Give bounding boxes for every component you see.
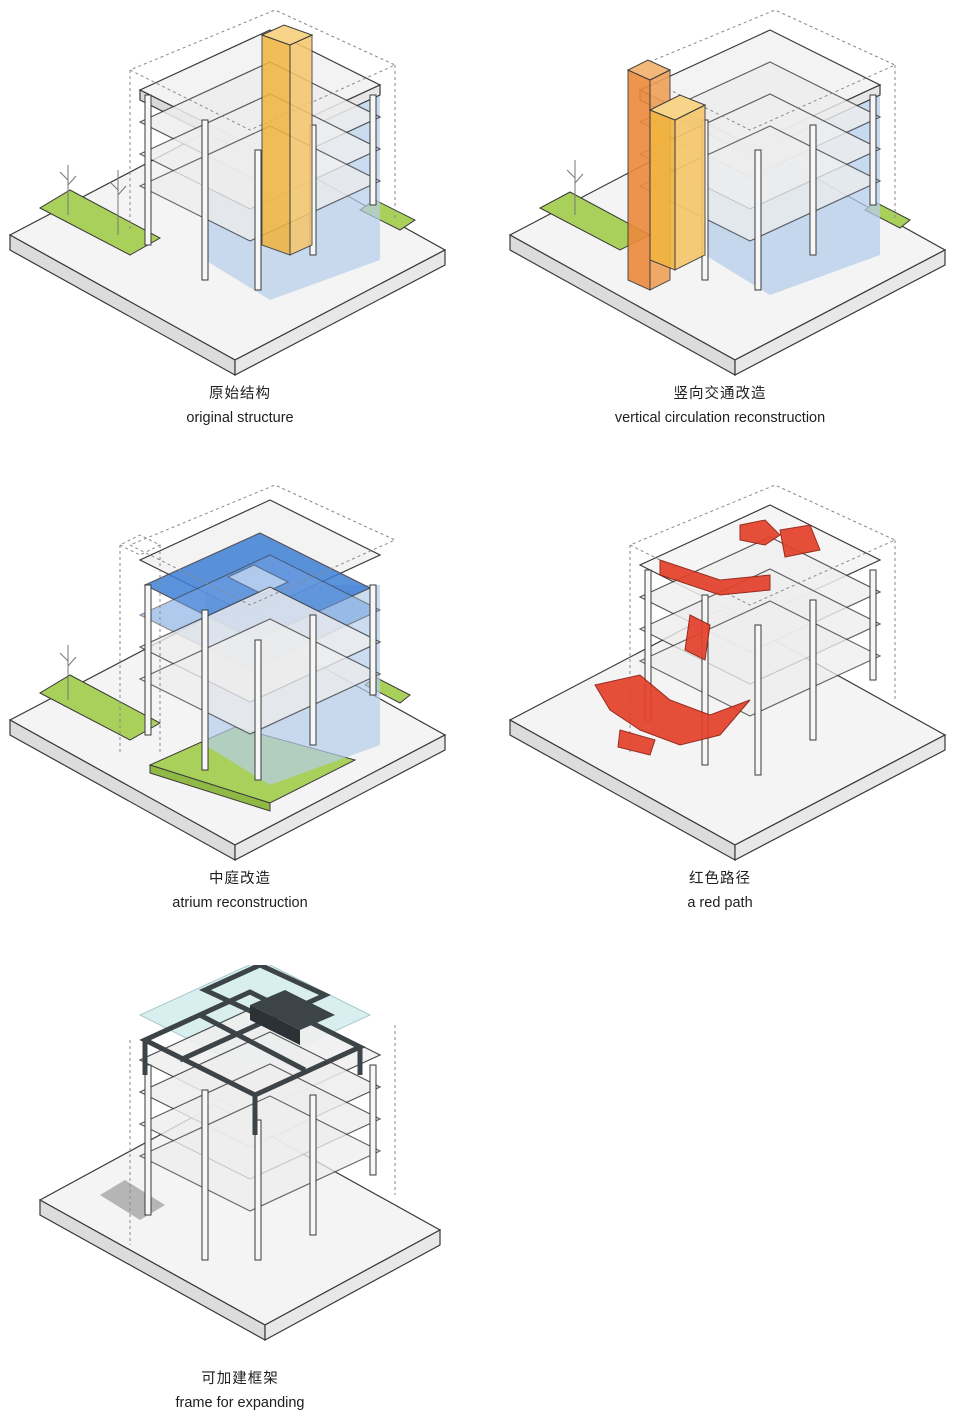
caption-en: vertical circulation reconstruction bbox=[614, 410, 826, 426]
caption-zh: 可加建框架 bbox=[201, 1371, 279, 1387]
isometric-diagram bbox=[8, 9, 447, 377]
caption-en: a red path bbox=[687, 895, 753, 911]
caption-en: original structure bbox=[186, 410, 294, 426]
diagram-panel-red-path: 红色路径 a red path bbox=[480, 485, 960, 925]
diagram-panel-original: 原始结构 original structure bbox=[0, 0, 480, 440]
caption-zh: 中庭改造 bbox=[209, 871, 271, 887]
caption-zh: 原始结构 bbox=[209, 386, 271, 402]
caption-zh: 竖向交通改造 bbox=[673, 386, 767, 402]
isometric-diagram bbox=[508, 485, 947, 862]
diagram-panel-atrium: 中庭改造 atrium reconstruction bbox=[0, 485, 480, 925]
isometric-diagram bbox=[38, 965, 442, 1342]
isometric-diagram bbox=[508, 9, 947, 377]
diagram-panel-vertical: 竖向交通改造 vertical circulation reconstructi… bbox=[480, 0, 960, 440]
isometric-diagram bbox=[8, 485, 447, 862]
caption-zh: 红色路径 bbox=[689, 871, 751, 887]
caption-en: atrium reconstruction bbox=[172, 895, 308, 911]
caption-en: frame for expanding bbox=[175, 1395, 305, 1411]
diagram-panel-frame: 可加建框架 frame for expanding bbox=[0, 965, 480, 1427]
